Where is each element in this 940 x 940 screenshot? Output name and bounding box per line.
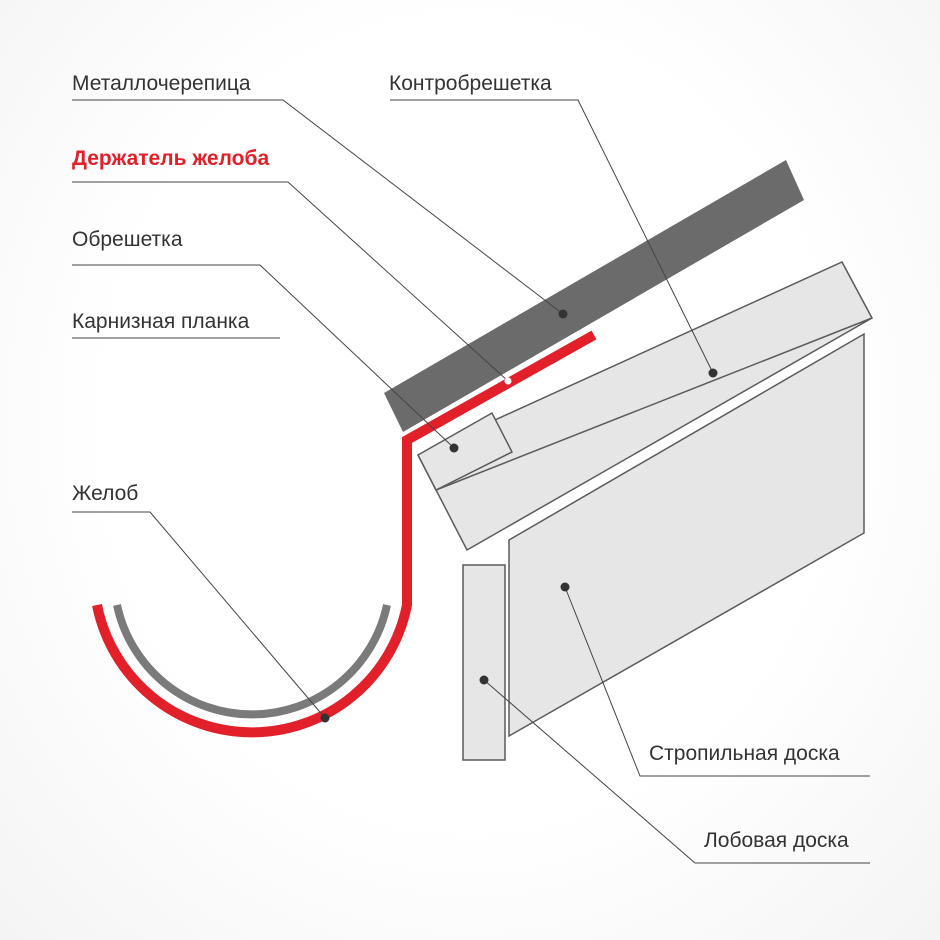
leader-gutter — [72, 511, 326, 719]
label-metal-tile: Металлочерепица — [72, 72, 251, 95]
label-eave-strip: Карнизная планка — [72, 310, 250, 333]
gutter-holder-shape — [92, 330, 597, 738]
leader-fascia-board — [483, 679, 870, 864]
leader-counter-batten — [390, 99, 714, 374]
dot-gutter-holder — [504, 377, 512, 385]
label-rafter-board: Стропильная доска — [649, 742, 840, 765]
fascia-board-shape — [462, 564, 506, 761]
dot-gutter — [320, 713, 330, 723]
leader-rafter-board — [564, 586, 870, 777]
dot-rafter-board — [560, 582, 570, 592]
label-counter-batten: Контробрешетка — [389, 72, 552, 95]
leader-metal-tile — [72, 99, 564, 315]
leader-batten — [72, 264, 455, 449]
dot-batten — [449, 443, 459, 453]
label-gutter: Желоб — [72, 482, 138, 505]
counter-batten-edge — [435, 317, 873, 491]
batten-shape — [417, 411, 514, 492]
rafter-board-shape — [508, 332, 865, 738]
label-gutter-holder: Держатель желоба — [72, 147, 269, 170]
gutter-shape — [113, 604, 391, 719]
dot-fascia-board — [479, 675, 489, 685]
label-batten: Обрешетка — [72, 228, 183, 251]
label-fascia-board: Лобовая доска — [704, 829, 849, 852]
dot-counter-batten — [708, 368, 718, 378]
dot-metal-tile — [558, 309, 568, 319]
leader-gutter-holder — [72, 181, 509, 382]
